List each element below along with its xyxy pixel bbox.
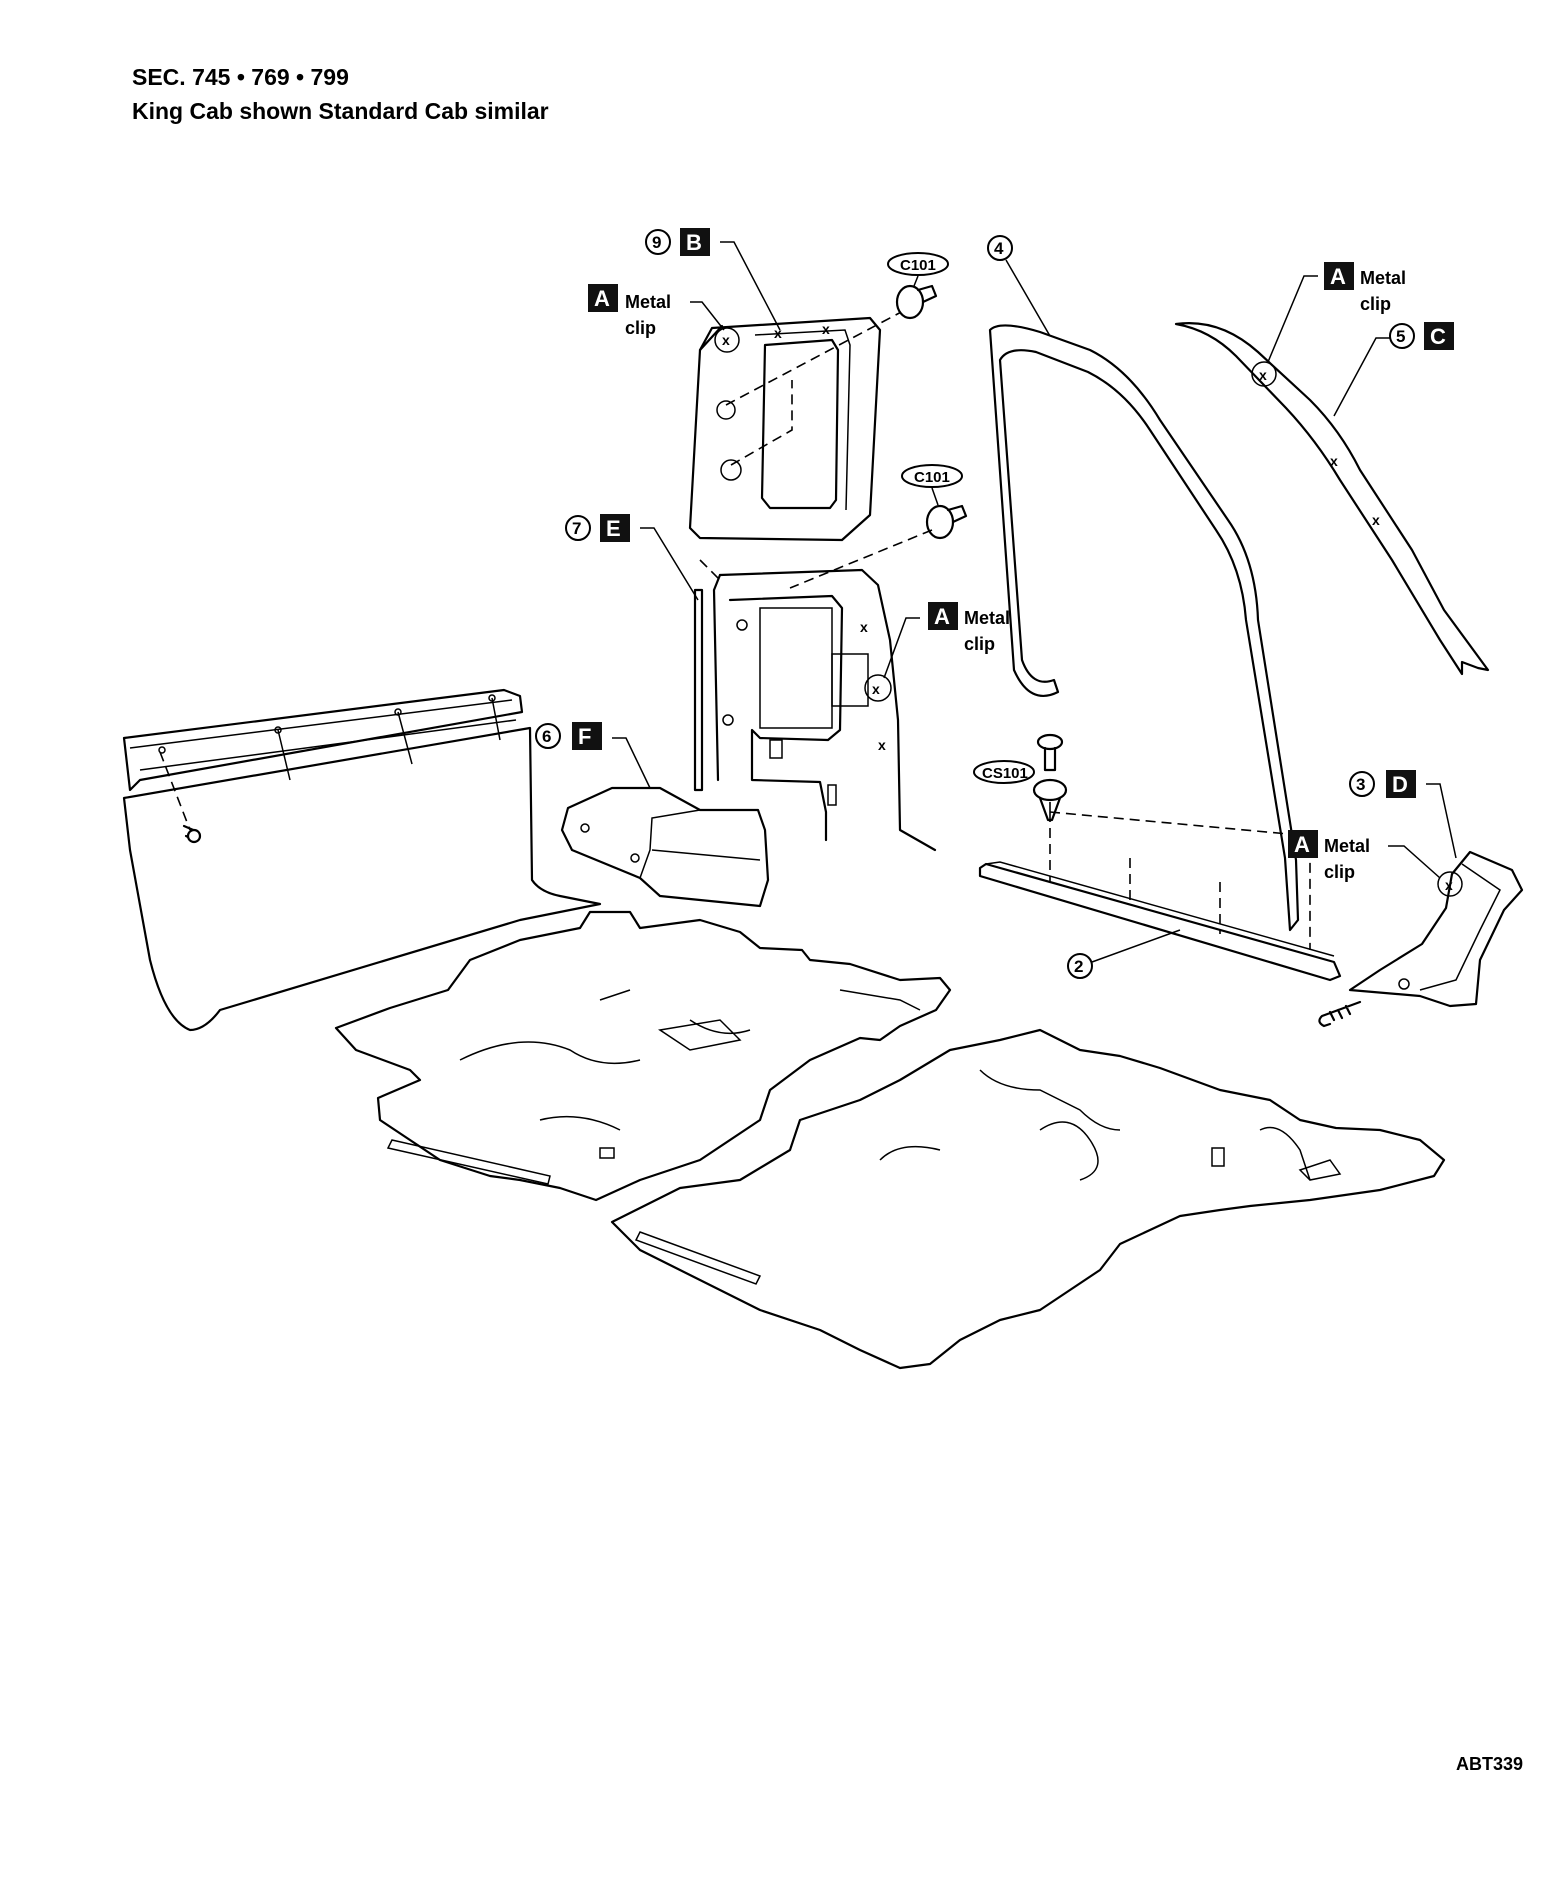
callout-2: 2 [1067, 929, 1181, 979]
callout-4: 4 [987, 235, 1051, 337]
callout-number: 5 [1396, 327, 1405, 346]
callout-5-C: 5 C [1333, 322, 1454, 417]
letter-badge: A [1294, 832, 1310, 857]
metal-text: Metal [964, 608, 1010, 628]
callout-number: 7 [572, 519, 581, 538]
x-mark: x [1259, 367, 1267, 383]
callout-number: 2 [1074, 957, 1083, 976]
clip-text: clip [1324, 862, 1355, 882]
cab-note: King Cab shown Standard Cab similar [132, 98, 549, 124]
callout-number: 3 [1356, 775, 1365, 794]
metal-clip-label-part3: A Metal clip [1288, 830, 1441, 882]
callout-3-D: 3 D [1349, 770, 1457, 859]
c101-label: C101 [900, 257, 936, 274]
letter-badge: C [1430, 324, 1446, 349]
part-9-rear-pillar-upper-trim: x x x [688, 309, 906, 542]
clip-c101-lower: C101 [699, 464, 968, 589]
metal-text: Metal [625, 292, 671, 312]
metal-text: Metal [1360, 268, 1406, 288]
metal-clip-label-part9: A Metal clip [588, 284, 725, 338]
letter-badge: E [606, 516, 621, 541]
letter-badge: B [686, 230, 702, 255]
rear-floor-carpet [334, 910, 952, 1202]
clip-c101-upper: C101 [887, 252, 949, 320]
diagram-header: SEC. 745 • 769 • 799 King Cab shown Stan… [132, 60, 549, 128]
cs101-fastener: CS101 [973, 733, 1068, 822]
letter-badge: A [934, 604, 950, 629]
x-mark: x [1330, 453, 1338, 469]
x-mark: x [1372, 512, 1380, 528]
part-7-rear-pillar-lower-trim: x x x [693, 568, 937, 852]
letter-badge: F [578, 724, 591, 749]
part-4-weatherstrip [988, 324, 1300, 932]
x-mark: x [1445, 877, 1453, 893]
x-mark: x [860, 619, 868, 635]
part-6-box [560, 786, 770, 908]
x-mark: x [878, 737, 886, 753]
front-floor-carpet [610, 1028, 1446, 1370]
clip-text: clip [1360, 294, 1391, 314]
figure-code: ABT339 [1456, 1754, 1524, 1774]
callout-number: 6 [542, 727, 551, 746]
letter-badge: A [1330, 264, 1346, 289]
clip-text: clip [625, 318, 656, 338]
x-mark: x [774, 325, 782, 341]
x-mark: x [872, 681, 880, 697]
part-3-kick-panel: x [1318, 850, 1524, 1028]
metal-clip-label-part5: A Metal clip [1267, 262, 1406, 363]
callout-number: 4 [994, 239, 1004, 258]
part-5-a-pillar-trim: x x x [1174, 322, 1490, 676]
letter-badge: D [1392, 772, 1408, 797]
letter-badge: A [594, 286, 610, 311]
x-mark: x [722, 332, 730, 348]
metal-clip-label-part7: A Metal clip [883, 602, 1010, 679]
callout-6-F: 6 F [535, 722, 651, 789]
metal-text: Metal [1324, 836, 1370, 856]
rear-back-panel [122, 688, 602, 1032]
callout-9-B: 9 B [645, 228, 781, 331]
cs101-label: CS101 [982, 765, 1028, 782]
section-numbers: SEC. 745 • 769 • 799 [132, 64, 349, 90]
clip-text: clip [964, 634, 995, 654]
callout-number: 9 [652, 233, 661, 252]
callout-7-E: 7 E [565, 514, 699, 601]
c101-label: C101 [914, 469, 950, 486]
x-mark: x [822, 321, 830, 337]
